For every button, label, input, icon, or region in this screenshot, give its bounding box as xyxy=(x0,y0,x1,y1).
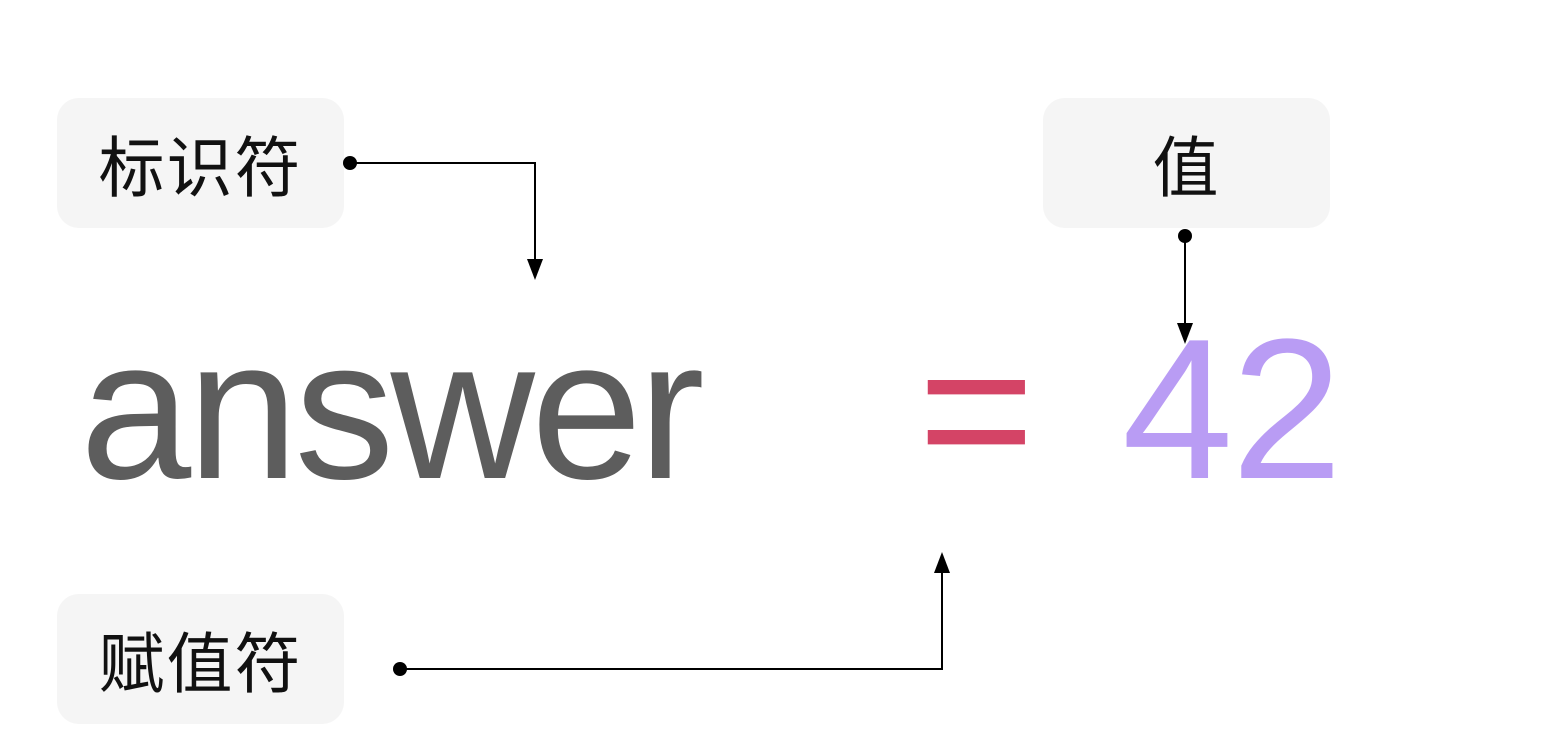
code-value: 42 xyxy=(1122,298,1342,521)
assignment-label-text: 赋值符 xyxy=(98,626,303,703)
identifier-connector xyxy=(343,156,543,280)
code-assignment-operator: = xyxy=(918,298,1035,521)
code-identifier: answer xyxy=(80,298,705,521)
assignment-label: 赋值符 xyxy=(57,594,344,724)
identifier-label: 标识符 xyxy=(57,98,344,228)
value-label: 值 xyxy=(1043,98,1330,228)
value-connector-dot xyxy=(1178,229,1192,243)
assignment-connector-arrowhead xyxy=(934,552,950,573)
assignment-connector-dot xyxy=(393,662,407,676)
assignment-connector-line xyxy=(400,570,943,670)
assignment-connector xyxy=(393,552,950,676)
value-label-text: 值 xyxy=(1152,130,1221,207)
identifier-connector-line xyxy=(350,162,536,262)
identifier-connector-dot xyxy=(343,156,357,170)
identifier-connector-arrowhead xyxy=(527,259,543,280)
identifier-label-text: 标识符 xyxy=(98,130,303,207)
